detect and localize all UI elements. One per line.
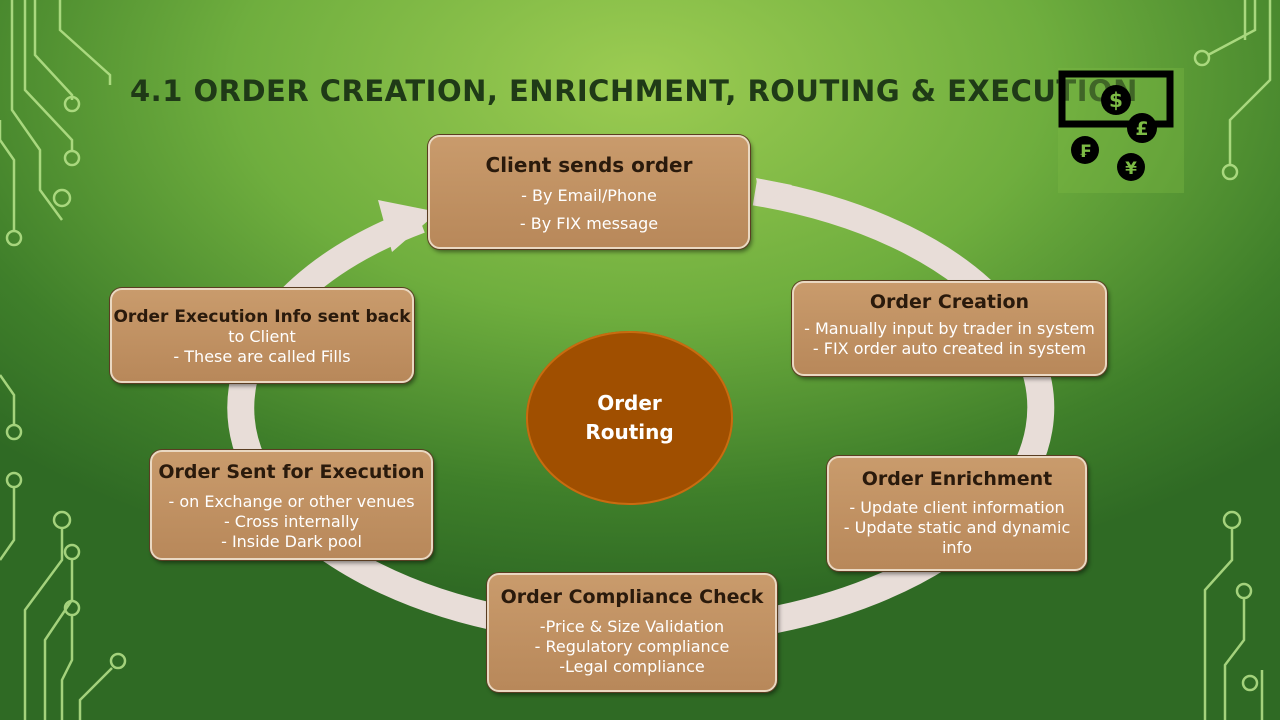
step-line: - Update static and dynamic: [843, 518, 1071, 537]
step-line: info: [941, 538, 972, 557]
step-order-creation: Order Creation - Manually input by trade…: [792, 281, 1107, 376]
step-line: - FIX order auto created in system: [812, 339, 1087, 358]
step-title: Order Creation: [869, 291, 1030, 313]
svg-text:₣: ₣: [1079, 142, 1091, 162]
svg-text:$: $: [1109, 88, 1123, 112]
step-order-sent-for-execution: Order Sent for Execution - on Exchange o…: [150, 450, 433, 560]
step-client-sends-order: Client sends order - By Email/Phone - By…: [428, 135, 750, 249]
step-line: - Manually input by trader in system: [804, 319, 1095, 338]
order-routing-hub: Order Routing: [526, 331, 733, 505]
step-order-compliance-check: Order Compliance Check -Price & Size Val…: [487, 573, 777, 692]
step-order-enrichment: Order Enrichment - Update client informa…: [827, 456, 1087, 571]
step-title: Client sends order: [485, 153, 693, 177]
step-line: - Update client information: [849, 498, 1065, 517]
step-title: Order Sent for Execution: [158, 461, 425, 483]
slide-title: 4.1 ORDER CREATION, ENRICHMENT, ROUTING …: [130, 74, 1138, 108]
step-line: - By FIX message: [519, 214, 659, 233]
step-title: Order Enrichment: [861, 468, 1053, 490]
step-line: - on Exchange or other venues: [168, 492, 415, 511]
step-title: Order Execution Info sent back: [113, 307, 411, 327]
step-line: - Inside Dark pool: [221, 532, 362, 551]
step-order-execution-info: Order Execution Info sent back to Client…: [110, 288, 414, 383]
step-title: Order Compliance Check: [500, 586, 764, 608]
step-line: to Client: [228, 327, 296, 346]
step-line: - Cross internally: [223, 512, 360, 531]
ring-arrowhead-top: [756, 178, 792, 205]
step-line: - These are called Fills: [173, 347, 351, 366]
hub-label: Order Routing: [585, 391, 674, 444]
svg-text:£: £: [1135, 118, 1148, 140]
step-line: -Legal compliance: [559, 657, 705, 676]
step-line: - By Email/Phone: [521, 186, 657, 205]
step-line: - Regulatory compliance: [534, 637, 730, 656]
svg-text:¥: ¥: [1125, 159, 1137, 179]
ring-arrowhead: [378, 200, 438, 252]
step-line: -Price & Size Validation: [539, 617, 725, 636]
